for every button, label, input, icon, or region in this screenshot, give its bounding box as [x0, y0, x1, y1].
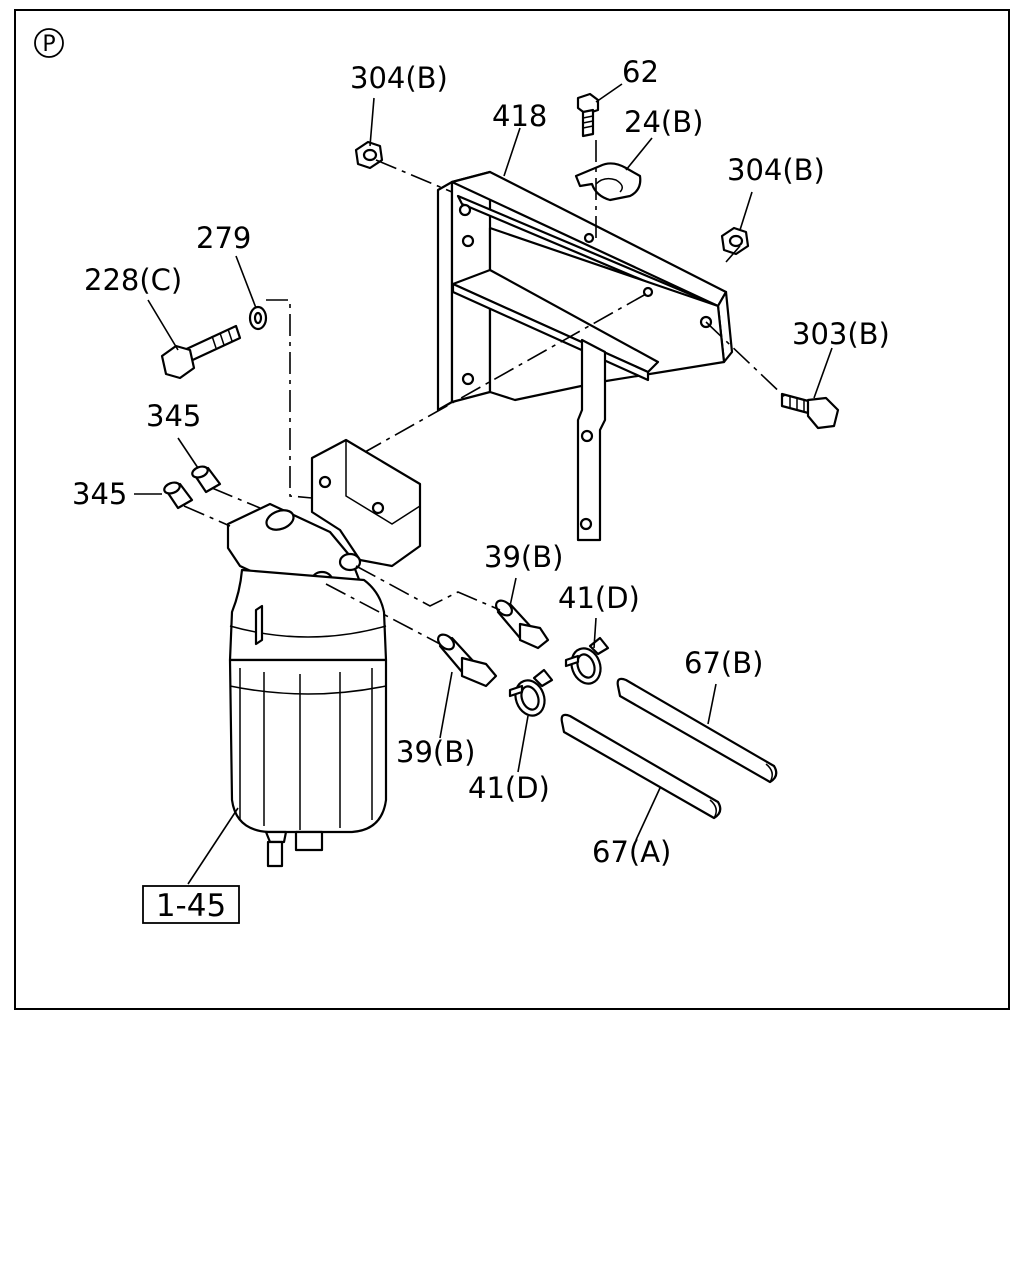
- plug-345-upper: [191, 465, 222, 494]
- label-62: 62: [622, 55, 659, 89]
- bolt-228c: [160, 324, 242, 380]
- label-67b: 67(B): [684, 646, 763, 680]
- alignment-lines: [183, 140, 787, 645]
- label-1-45: 1-45: [156, 888, 226, 924]
- bolt-303b: [780, 392, 840, 430]
- label-345-lower: 345: [72, 477, 127, 511]
- label-39b-upper: 39(B): [484, 540, 563, 574]
- bracket-418: [436, 170, 734, 542]
- connector-39b-lower: [437, 633, 498, 688]
- label-228c: 228(C): [84, 263, 182, 297]
- washer-279: [248, 305, 268, 331]
- label-304b-top: 304(B): [350, 61, 448, 95]
- plug-345-lower: [163, 481, 194, 510]
- label-418: 418: [492, 99, 547, 133]
- filter-bowl-1-45: [228, 568, 388, 868]
- bolt-62: [576, 92, 600, 138]
- label-67a: 67(A): [592, 835, 671, 869]
- clip-24b: [574, 162, 642, 202]
- hose-67b: [616, 677, 778, 784]
- label-303b: 303(B): [792, 317, 890, 351]
- label-41d-lower: 41(D): [468, 771, 550, 805]
- label-41d-upper: 41(D): [558, 581, 640, 615]
- reference-box-1-45: 1-45: [142, 885, 240, 924]
- clamp-41d-upper: [564, 636, 610, 685]
- leader-lines: [134, 83, 833, 885]
- nut-304b-right: [720, 226, 750, 256]
- label-24b: 24(B): [624, 105, 703, 139]
- label-345-upper: 345: [146, 399, 201, 433]
- diagram-frame: [14, 9, 1010, 1010]
- view-marker-letter: P: [42, 32, 55, 57]
- nut-304b-top: [354, 140, 384, 170]
- label-39b-lower: 39(B): [396, 735, 475, 769]
- part-labels: 304(B) 62 418 24(B) 304(B) 279 228(C) 30…: [72, 55, 890, 869]
- view-marker: P: [34, 28, 64, 58]
- label-304b-right: 304(B): [727, 153, 825, 187]
- clamp-41d-lower: [508, 668, 554, 717]
- hose-67a: [560, 713, 722, 820]
- label-279: 279: [196, 221, 251, 255]
- connector-39b-upper: [495, 599, 550, 650]
